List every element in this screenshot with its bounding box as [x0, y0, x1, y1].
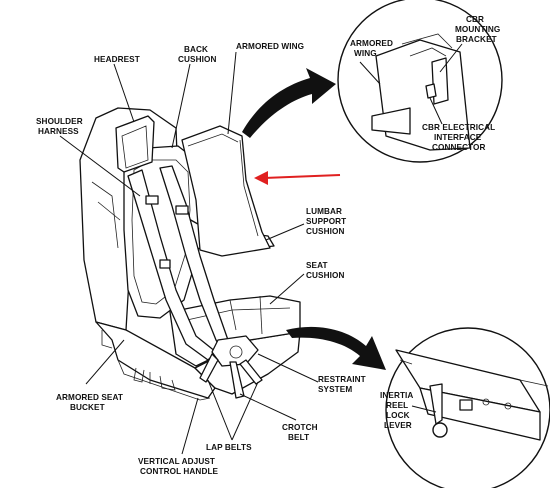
label-crotch-belt: CROTCH BELT: [282, 423, 320, 442]
label-armored-wing: ARMORED WING: [236, 42, 304, 51]
detail-arrow-bottom: [286, 326, 386, 370]
detail-arrow-top: [242, 68, 336, 138]
label-vertical-adjust-control-handle: VERTICAL ADJUST CONTROL HANDLE: [138, 457, 219, 476]
label-lumbar-support-cushion: LUMBAR SUPPORT CUSHION: [306, 207, 349, 236]
label-inertia-reel-lock-lever: INERTIA REEL LOCK LEVER: [380, 391, 416, 430]
callout-labels: HEADREST BACK CUSHION ARMORED WING SHOUL…: [36, 15, 503, 476]
label-lap-belts: LAP BELTS: [206, 443, 252, 452]
leader-lines: [59, 51, 319, 455]
label-shoulder-harness: SHOULDER HARNESS: [36, 117, 85, 136]
label-seat-cushion: SEAT CUSHION: [306, 261, 344, 280]
cbr-detail-view: [337, 0, 503, 163]
label-cbr-electrical-interface-connector: CBR ELECTRICAL INTERFACE CONNECTOR: [422, 123, 498, 152]
label-headrest: HEADREST: [94, 55, 140, 64]
label-back-cushion: BACK CUSHION: [178, 45, 216, 64]
red-pointer-arrow: [254, 171, 341, 185]
label-cbr-mounting-bracket: CBR MOUNTING BRACKET: [455, 15, 503, 44]
label-armored-seat-bucket: ARMORED SEAT BUCKET: [56, 393, 125, 412]
label-detail-armored-wing: ARMORED WING: [350, 39, 395, 58]
headrest-drawing: [115, 115, 155, 173]
label-restraint-system: RESTRAINT SYSTEM: [318, 375, 368, 394]
inertia-reel-detail-view: [385, 327, 550, 488]
shoulder-harness-drawing: [91, 165, 263, 399]
